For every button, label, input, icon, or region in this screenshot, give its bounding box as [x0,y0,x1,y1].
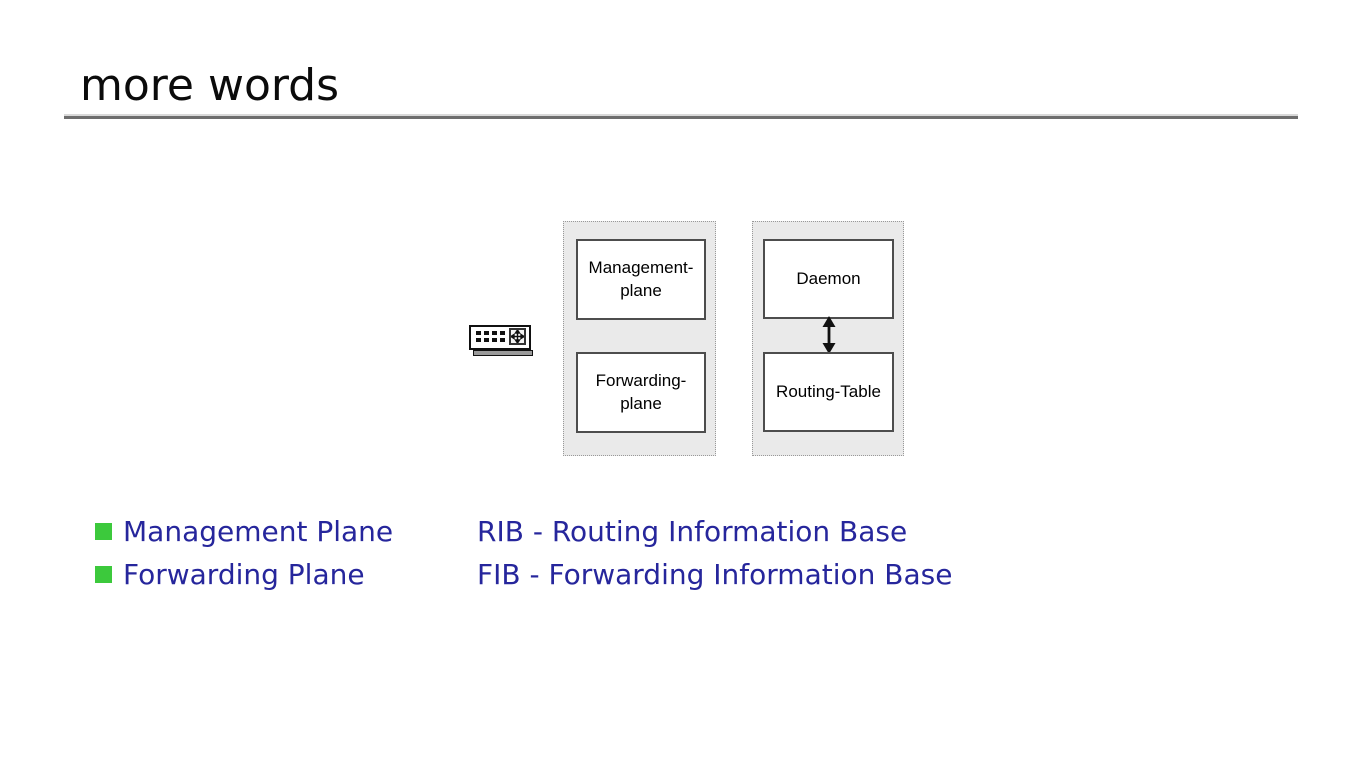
planes-group: Management- plane Forwarding- plane [563,221,716,456]
box-label-line: plane [620,280,662,300]
bullet-square-icon [95,523,112,540]
bullet-square-icon [95,566,112,583]
bullet-item-management-plane: Management Plane [95,510,393,553]
box-label-line: Daemon [796,268,861,288]
box-label-line: Management- [588,258,694,278]
forwarding-plane-box: Forwarding- plane [576,352,706,433]
port-dot [476,338,481,342]
crossing-arrows-icon [509,328,526,345]
port-dot [492,338,497,342]
port-dot [500,338,505,342]
box-label-line: plane [620,393,662,413]
bullet-item-forwarding-plane: Forwarding Plane [95,553,365,596]
bullet-label: Management Plane [123,515,394,548]
routing-group: Daemon Routing-Table [752,221,904,456]
daemon-box: Daemon [763,239,894,319]
definition-label: RIB - Routing Information Base [477,515,908,548]
management-plane-box: Management- plane [576,239,706,320]
box-label-line: Routing-Table [776,381,881,401]
port-dot [484,338,489,342]
page-title: more words [80,60,340,111]
port-dot [476,331,481,335]
bullet-label: Forwarding Plane [123,558,365,591]
title-underline [64,114,1298,119]
definition-label: FIB - Forwarding Information Base [477,558,953,591]
port-dot [484,331,489,335]
router-base-shadow [473,350,533,356]
routing-table-box: Routing-Table [763,352,894,432]
port-dot [500,331,505,335]
box-label-line: Forwarding- [595,371,687,391]
double-arrow-icon [822,316,836,354]
router-body [469,325,531,350]
definition-item-rib: RIB - Routing Information Base [477,510,907,553]
router-switch-icon [469,325,535,358]
router-ports [476,331,506,345]
definition-item-fib: FIB - Forwarding Information Base [477,553,952,596]
port-dot [492,331,497,335]
